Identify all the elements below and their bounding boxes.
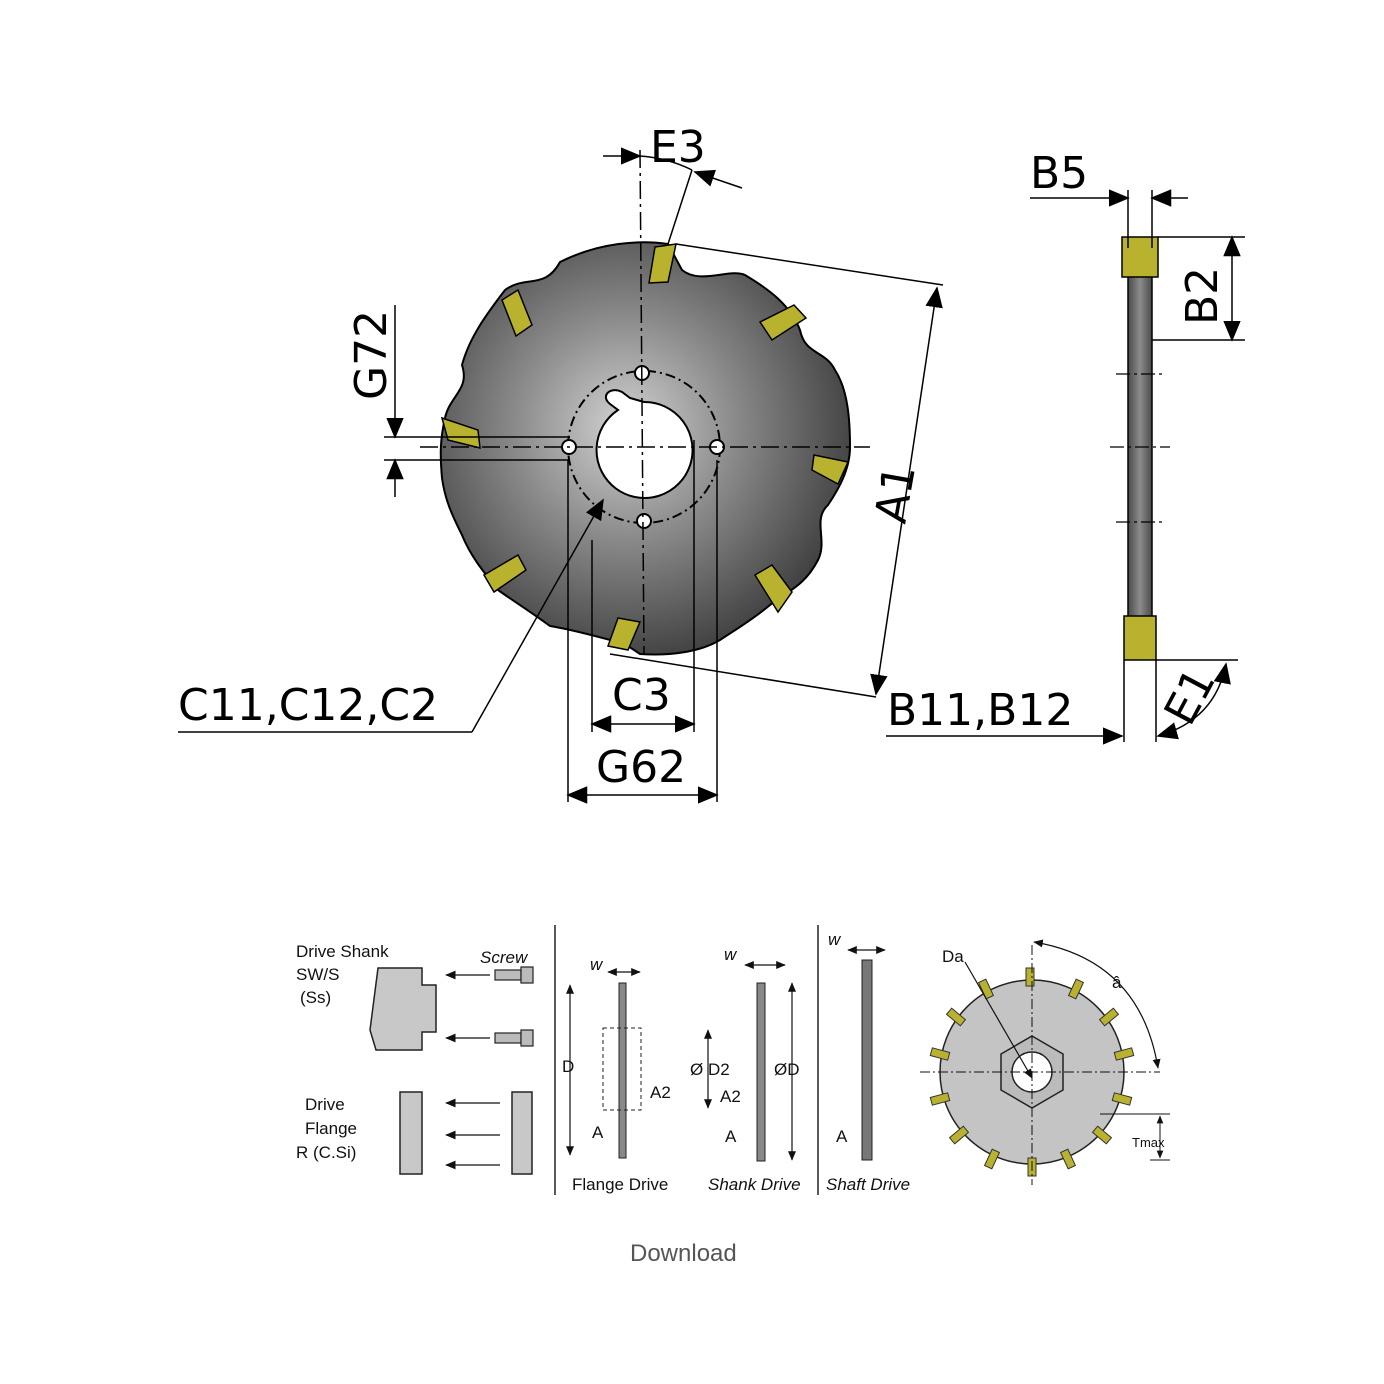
drive-shank-label-2: SW/S — [296, 965, 339, 984]
label-b2: B2 — [1177, 267, 1228, 325]
dimension-g72 — [384, 305, 570, 497]
flange-drive-blade — [618, 982, 627, 1159]
side-body — [1127, 247, 1153, 621]
label-b5: B5 — [1030, 148, 1088, 199]
drive-flange-shape-2 — [511, 1091, 533, 1175]
caption-shank-drive: Shank Drive — [708, 1175, 801, 1194]
dimension-e1 — [1156, 659, 1238, 740]
shank-d2-label: Ø D2 — [690, 1060, 730, 1079]
side-insert-bottom — [1123, 615, 1157, 661]
cutter-side-view — [1110, 236, 1170, 661]
dimension-a1 — [609, 243, 944, 698]
dimension-c11-c12-c2 — [178, 498, 604, 733]
cutter-inserts — [440, 243, 850, 651]
flange-drive-box — [602, 1027, 642, 1111]
shaft-a-label: A — [836, 1127, 848, 1146]
insert-5 — [607, 617, 642, 651]
dimension-b5 — [1030, 189, 1188, 248]
label-g62: G62 — [596, 742, 686, 793]
screw-label: Screw — [480, 948, 529, 967]
shank-od-label: ØD — [774, 1060, 800, 1079]
insert-2 — [758, 304, 808, 342]
label-e1: E1 — [1155, 660, 1226, 733]
center-lines — [420, 149, 870, 656]
drive-flange-label-2: Flange — [305, 1119, 357, 1138]
insert-8 — [501, 288, 533, 338]
screws — [494, 966, 534, 1047]
dimension-g62 — [566, 460, 719, 804]
drive-shank-label-1: Drive Shank — [296, 942, 389, 961]
dimension-b2 — [1152, 235, 1245, 342]
label-c11-c12-c2: C11,C12,C2 — [178, 680, 438, 731]
label-a1: A1 — [866, 461, 926, 527]
flange-w-label: w — [590, 955, 604, 974]
insert-3 — [811, 454, 850, 486]
center-bore — [595, 389, 694, 499]
flange-d-label: D — [562, 1057, 574, 1076]
download-link[interactable]: Download — [630, 1240, 737, 1267]
shaft-drive-blade — [861, 959, 873, 1161]
bolt-hole-bottom — [636, 513, 652, 529]
cutter-front-view — [420, 149, 870, 656]
insert-6 — [482, 553, 527, 594]
drive-flange-label-1: Drive — [305, 1095, 345, 1114]
tmax-label: Tmax — [1132, 1135, 1165, 1150]
caption-flange-drive: Flange Drive — [572, 1175, 668, 1194]
flange-a-label: A — [592, 1123, 604, 1142]
shank-w-label: w — [724, 945, 738, 964]
label-b11-b12: B11,B12 — [887, 685, 1073, 736]
insert-1 — [648, 243, 677, 284]
dimension-c3 — [590, 440, 696, 733]
shank-a-label: A — [725, 1127, 737, 1146]
dimension-b11-b12 — [886, 660, 1157, 745]
shank-a2-label: A2 — [720, 1087, 741, 1106]
drive-flange-label-3: R (C.Si) — [296, 1143, 356, 1162]
shank-drive-blade — [756, 982, 766, 1162]
caption-shaft-drive: Shaft Drive — [826, 1175, 910, 1194]
label-e3: E3 — [650, 122, 706, 173]
dimension-e3 — [603, 147, 743, 245]
insert-7 — [440, 416, 481, 449]
label-g72: G72 — [346, 310, 397, 400]
insert-4 — [753, 564, 793, 614]
drive-shank-label-3: (Ss) — [300, 988, 331, 1007]
shaft-w-label: w — [828, 930, 842, 949]
da-label: Da — [942, 947, 964, 966]
drive-flange-shape — [399, 1091, 423, 1175]
angle-label: â — [1112, 973, 1122, 992]
label-c3: C3 — [612, 670, 671, 721]
flange-a2-label: A2 — [650, 1083, 671, 1102]
mounting-options-diagram: Drive Shank SW/S (Ss) Screw Drive Flange… — [296, 925, 1170, 1195]
drive-shank-shape — [369, 967, 437, 1051]
